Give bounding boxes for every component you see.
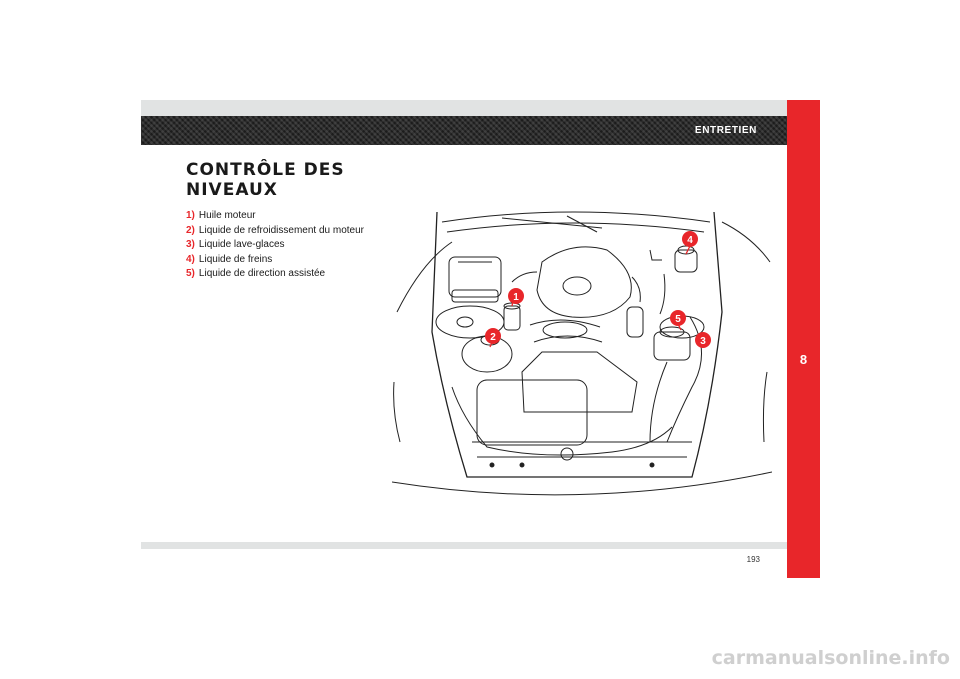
- callout-badge: 3: [695, 332, 711, 348]
- callout-badge: 5: [670, 310, 686, 326]
- legend-item: 2)Liquide de refroidissement du moteur: [186, 224, 364, 236]
- page-number: 193: [746, 555, 760, 564]
- legend-item: 1)Huile moteur: [186, 210, 256, 221]
- header-gray-strip: [141, 100, 787, 116]
- svg-text:4: 4: [687, 235, 693, 246]
- svg-text:1: 1: [513, 292, 519, 303]
- callout-badge: 4: [682, 231, 698, 247]
- legend-item: 3)Liquide lave-glaces: [186, 239, 285, 251]
- chapter-tab: 8: [787, 100, 820, 578]
- svg-text:5: 5: [675, 314, 681, 325]
- legend-item: 4)Liquide de freins: [186, 253, 273, 265]
- page-title: CONTRÔLE DES NIVEAUX: [186, 160, 345, 200]
- svg-text:2: 2: [490, 332, 496, 343]
- legend-list: 1)Huile moteur 2)Liquide de refroidissem…: [186, 209, 364, 282]
- callout-badge: 2: [485, 328, 501, 344]
- svg-text:3: 3: [700, 336, 706, 347]
- footer-bar: [141, 542, 787, 549]
- watermark: carmanualsonline.info: [711, 647, 950, 669]
- engine-bay-illustration: 1 2 3 4 5: [392, 211, 772, 496]
- callout-badge: 1: [508, 288, 524, 304]
- header-band: ENTRETIEN: [141, 116, 787, 145]
- section-label: ENTRETIEN: [694, 125, 757, 136]
- legend-item: 5)Liquide de direction assistée: [186, 268, 326, 280]
- chapter-number: 8: [799, 352, 808, 367]
